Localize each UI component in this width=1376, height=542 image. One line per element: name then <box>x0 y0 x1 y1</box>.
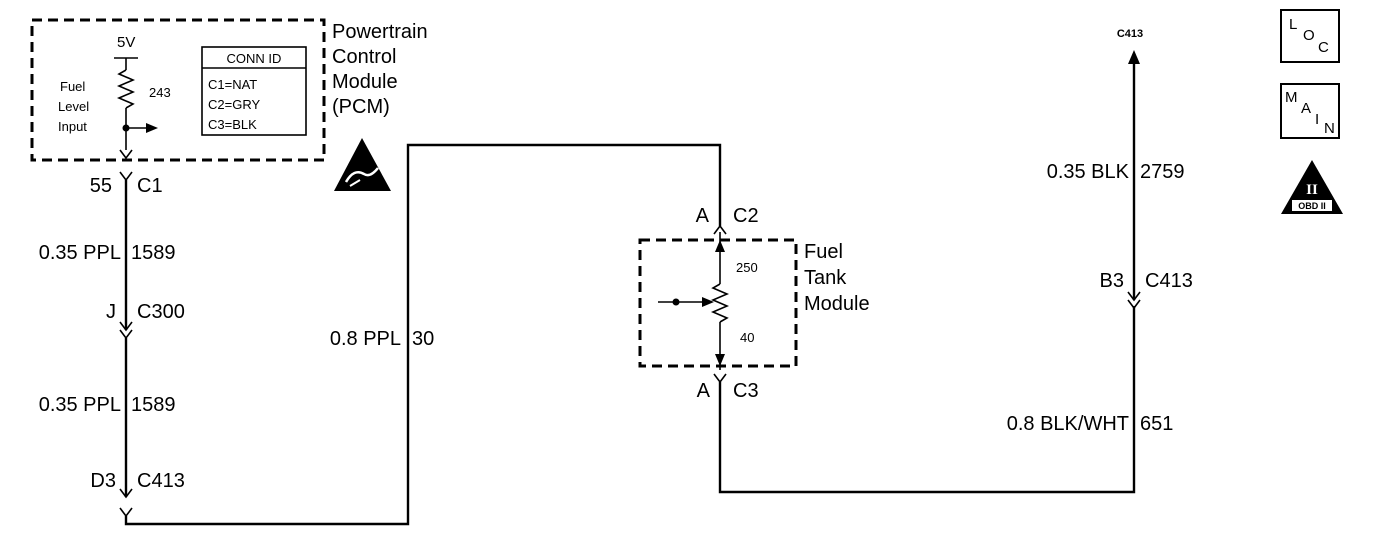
obd-numeral: II <box>1306 182 1318 198</box>
main-letter-2: A <box>1301 100 1311 117</box>
obd-label: OBD II <box>1298 201 1326 211</box>
left-wire-run: 55 C1 0.35 PPL 1589 J C300 0.35 PPL 1589… <box>39 143 722 526</box>
sender-value-bottom: 40 <box>740 330 754 345</box>
c2-connector-symbol <box>713 224 727 235</box>
pcm-boundary <box>30 18 326 162</box>
input-label-line-3: Input <box>58 119 87 134</box>
c413-d3-pin-label: D3 <box>90 470 116 492</box>
input-label-line-1: Fuel <box>60 79 85 94</box>
pcm-name-line-4: (PCM) <box>332 96 390 118</box>
pcm-block: Powertrain Control Module (PCM) 5V 243 F… <box>30 18 428 162</box>
conn-id-row-2: C2=GRY <box>208 97 260 112</box>
input-arrow-head <box>146 123 158 133</box>
c413-top-arrow <box>1128 50 1140 64</box>
wiper-dot <box>672 298 680 306</box>
c3-pin-label: A <box>697 380 711 402</box>
c300-connector-label: C300 <box>137 301 185 323</box>
c413-top-label: C413 <box>1117 28 1143 40</box>
c413-b3-pin-label: B3 <box>1100 270 1124 292</box>
sender-value-top: 250 <box>736 260 758 275</box>
loc-letter-2: O <box>1303 27 1315 44</box>
c3-connector-label: C3 <box>733 380 759 402</box>
pullup-resistor <box>116 69 136 109</box>
fuel-tank-module-boundary <box>638 238 798 368</box>
c1-connector-symbol <box>119 171 133 182</box>
wire1-circuit: 1589 <box>131 242 176 264</box>
wire4-circuit: 2759 <box>1140 161 1185 183</box>
wire5-gauge-color: 0.8 BLK/WHT <box>1007 413 1129 435</box>
wire2-gauge-color: 0.35 PPL <box>39 394 121 416</box>
right-wire-run: C413 0.35 BLK 2759 B3 C413 0.8 BLK/WHT 6… <box>1007 28 1193 435</box>
c1-pcm-side-chevron <box>119 149 133 160</box>
esd-warning-icon <box>334 138 391 191</box>
loc-icon[interactable]: L O C <box>1280 9 1340 63</box>
pcm-name-line-2: Control <box>332 46 396 68</box>
c1-pin-label: 55 <box>90 175 112 197</box>
wire4-gauge-color: 0.35 BLK <box>1047 161 1130 183</box>
conn-id-header: CONN ID <box>227 51 282 66</box>
c1-connector-label: C1 <box>137 175 163 197</box>
wire5-circuit: 651 <box>1140 413 1173 435</box>
wire2-circuit: 1589 <box>131 394 176 416</box>
loc-letter-1: L <box>1289 16 1297 33</box>
conn-id-row-3: C3=BLK <box>208 117 257 132</box>
resistor-value-label: 243 <box>149 85 171 100</box>
c413-b3-connector-symbol <box>1127 291 1141 302</box>
main-icon[interactable]: M A I N <box>1280 83 1340 139</box>
ftm-name-line-3: Module <box>804 293 870 315</box>
c413-d3-connector-label: C413 <box>137 470 185 492</box>
conn-id-table: CONN ID C1=NAT C2=GRY C3=BLK <box>201 46 307 136</box>
c413-d3-connector-symbol <box>119 488 133 499</box>
supply-voltage-label: 5V <box>117 34 135 51</box>
c413-b3-connector-label: C413 <box>1145 270 1193 292</box>
c3-connector-symbol <box>713 373 727 384</box>
wire1-gauge-color: 0.35 PPL <box>39 242 121 264</box>
c2-pin-label: A <box>696 205 710 227</box>
conn-id-row-1: C1=NAT <box>208 77 257 92</box>
ftm-name-line-1: Fuel <box>804 241 843 263</box>
obd-ii-icon[interactable]: II OBD II <box>1281 160 1343 214</box>
wire3-gauge-color: 0.8 PPL <box>330 328 401 350</box>
c300-pin-label: J <box>106 301 116 323</box>
fuel-level-sender-resistor <box>710 283 730 323</box>
sender-top-arrow <box>715 240 725 252</box>
main-letter-4: N <box>1324 120 1335 137</box>
pcm-name-line-3: Module <box>332 71 398 93</box>
ftm-name-line-2: Tank <box>804 267 847 289</box>
input-label-line-2: Level <box>58 99 89 114</box>
loc-letter-3: C <box>1318 39 1329 56</box>
wire3-circuit: 30 <box>412 328 434 350</box>
c300-connector-symbol <box>119 321 133 332</box>
main-letter-3: I <box>1315 111 1319 128</box>
sender-bottom-arrow <box>715 354 725 366</box>
c2-connector-label: C2 <box>733 205 759 227</box>
main-letter-1: M <box>1285 89 1298 106</box>
wiper-arrow-head <box>702 297 714 307</box>
fuel-tank-module: A C2 Fuel Tank Module 250 40 A C3 <box>638 205 1136 494</box>
pcm-name-line-1: Powertrain <box>332 21 428 43</box>
